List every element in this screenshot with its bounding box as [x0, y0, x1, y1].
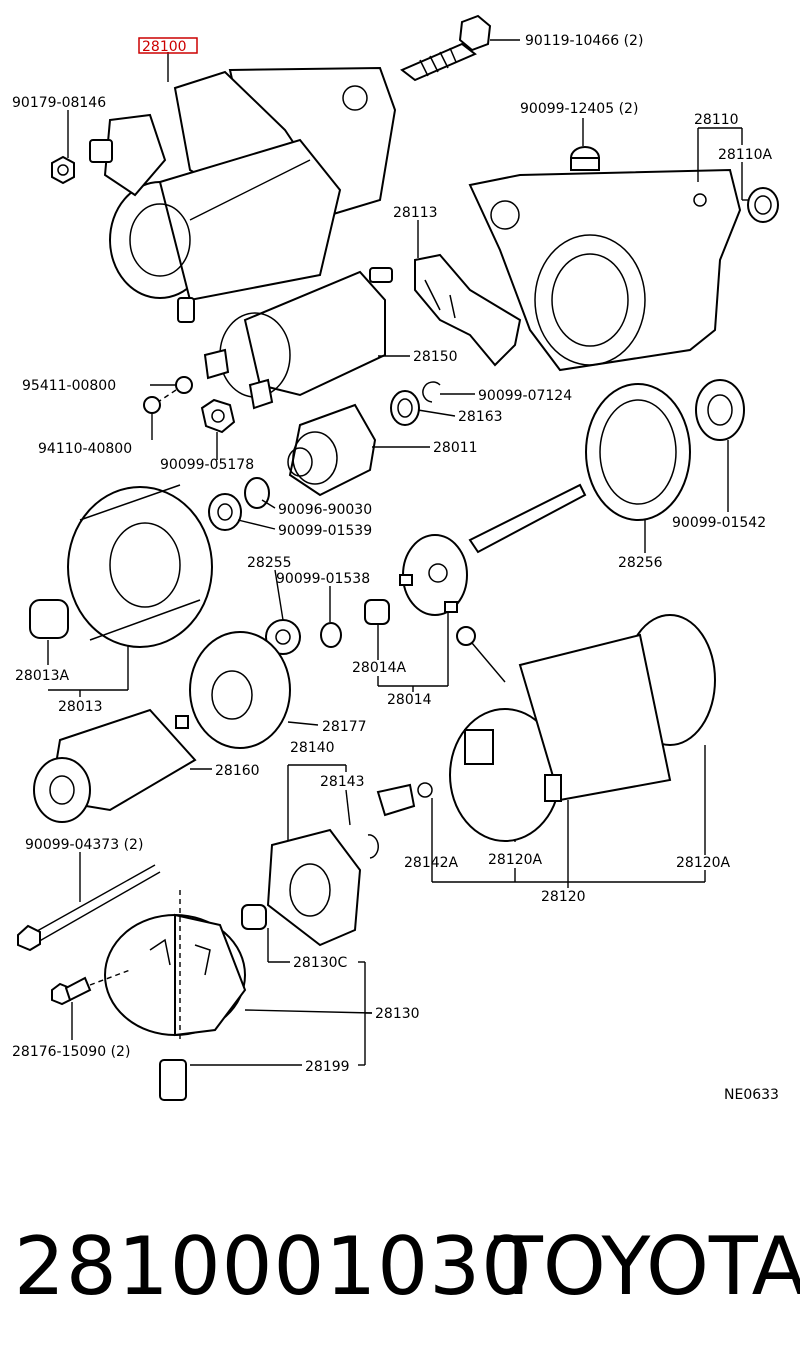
- label-28013[interactable]: 28013: [58, 699, 103, 715]
- planet-gear-drawing: [265, 599, 390, 655]
- label-90099-01539[interactable]: 90099-01539: [278, 523, 372, 539]
- leader-lines: [47, 39, 748, 1066]
- label-28150[interactable]: 28150: [413, 349, 458, 365]
- ring-gear-28256-drawing: [585, 379, 745, 521]
- label-28143[interactable]: 28143: [320, 774, 365, 790]
- clutch-28011-drawing: [287, 403, 377, 497]
- label-28160[interactable]: 28160: [215, 763, 260, 779]
- solenoid-28150-drawing: [203, 267, 393, 410]
- brush-holder-28120-drawing: [449, 614, 716, 842]
- label-28014A[interactable]: 28014A: [352, 660, 407, 676]
- armature-28160-drawing: [33, 708, 197, 823]
- label-28110[interactable]: 28110: [694, 112, 739, 128]
- label-90099-01542[interactable]: 90099-01542: [672, 515, 766, 531]
- label-90099-04373[interactable]: 90099-04373 (2): [25, 837, 143, 853]
- label-90099-07124[interactable]: 90099-07124: [478, 388, 572, 404]
- brush-plate-28140-drawing: [266, 782, 433, 947]
- label-28142A[interactable]: 28142A: [404, 855, 459, 871]
- end-frame-28130-drawing: [89, 890, 267, 1101]
- label-90096-90030[interactable]: 90096-90030: [278, 502, 372, 518]
- label-28163[interactable]: 28163: [458, 409, 503, 425]
- sleeve-and-bushing-drawing: [570, 146, 779, 223]
- label-90099-05178[interactable]: 90099-05178: [160, 457, 254, 473]
- yoke-28013-drawing: [29, 484, 213, 648]
- label-28120[interactable]: 28120: [541, 889, 586, 905]
- label-28011[interactable]: 28011: [433, 440, 478, 456]
- label-28130[interactable]: 28130: [375, 1006, 420, 1022]
- washers-drawing: [208, 477, 270, 531]
- bolt-90119-drawing: [400, 14, 492, 82]
- lever-28113-drawing: [414, 253, 522, 367]
- label-28100[interactable]: 28100: [142, 39, 187, 55]
- housing-28110-drawing: [468, 168, 742, 372]
- starter-assembly-drawing: [51, 66, 397, 323]
- label-90119-10466[interactable]: 90119-10466 (2): [525, 33, 643, 49]
- through-bolts-drawing: [17, 864, 161, 1006]
- label-28177[interactable]: 28177: [322, 719, 367, 735]
- label-94110-40800[interactable]: 94110-40800: [38, 441, 132, 457]
- label-28176-15090[interactable]: 28176-15090 (2): [12, 1044, 130, 1060]
- label-95411-00800[interactable]: 95411-00800: [22, 378, 116, 394]
- label-28120A-outer[interactable]: 28120A: [676, 855, 731, 871]
- label-28120A-inner[interactable]: 28120A: [488, 852, 543, 868]
- label-28014[interactable]: 28014: [387, 692, 432, 708]
- label-90099-01538[interactable]: 90099-01538: [276, 571, 370, 587]
- label-28013A[interactable]: 28013A: [15, 668, 70, 684]
- label-28255[interactable]: 28255: [247, 555, 292, 571]
- label-90179-08146[interactable]: 90179-08146: [12, 95, 106, 111]
- label-28130C[interactable]: 28130C: [293, 955, 348, 971]
- part-number-caption: 2810001030: [14, 1220, 533, 1313]
- label-90099-12405[interactable]: 90099-12405 (2): [520, 101, 638, 117]
- diagram-code: NE0633: [724, 1087, 779, 1103]
- label-28140[interactable]: 28140: [290, 740, 335, 756]
- brand-caption: TOYOTA: [494, 1220, 800, 1313]
- shaft-carrier-drawing: [399, 483, 587, 616]
- highlight-box-28100: [138, 37, 198, 54]
- ring-seal-drawing: [390, 381, 441, 426]
- label-28113[interactable]: 28113: [393, 205, 438, 221]
- label-28256[interactable]: 28256: [618, 555, 663, 571]
- washer-nut-drawing: [143, 376, 236, 434]
- plate-28177-drawing: [189, 631, 291, 749]
- label-28199[interactable]: 28199: [305, 1059, 350, 1075]
- label-28110A[interactable]: 28110A: [718, 147, 773, 163]
